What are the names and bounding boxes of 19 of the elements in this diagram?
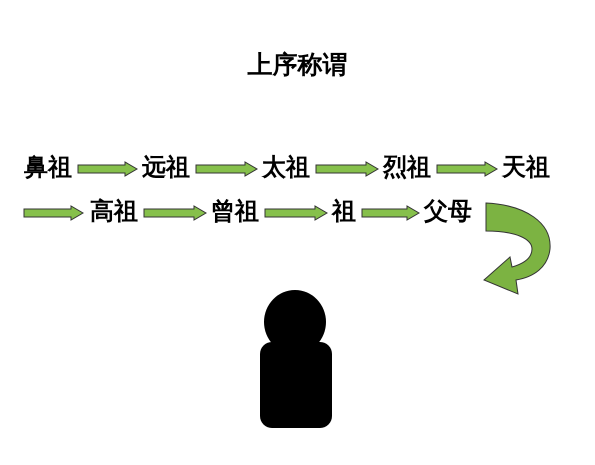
curved-arrow [484, 202, 550, 294]
title: 上序称谓 [248, 49, 348, 81]
ancestor-label: 鼻祖 [24, 153, 72, 181]
ancestor-label: 高祖 [90, 197, 138, 225]
ancestor-label: 曾祖 [211, 197, 259, 225]
arrow [144, 205, 207, 221]
ancestor-label: 祖 [332, 197, 356, 225]
ancestor-label: 父母 [424, 197, 472, 225]
ancestor-label: 太祖 [262, 153, 310, 181]
arrow [436, 161, 498, 177]
ancestor-label: 天祖 [502, 153, 550, 181]
arrow [196, 161, 258, 177]
arrow [24, 205, 84, 221]
ancestor-label: 远祖 [142, 153, 190, 181]
arrow [316, 161, 379, 177]
ancestor-label: 烈祖 [383, 153, 431, 181]
arrow [264, 205, 328, 221]
arrow [362, 205, 420, 221]
arrow [78, 161, 138, 177]
